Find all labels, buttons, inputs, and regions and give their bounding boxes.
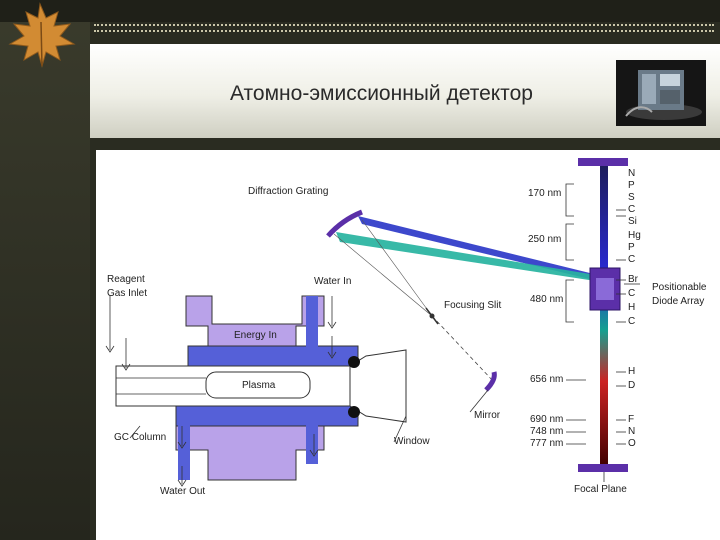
wavelength-656: 656 nm [530,374,564,385]
water-jacket-top [187,345,359,367]
slide-title: Атомно-эмиссионный детектор [230,82,533,105]
element-label: Si [628,216,637,227]
element-label: O [628,438,636,449]
element-label: Hg [628,230,641,241]
element-label: H [628,366,636,377]
element-label: C [628,288,636,299]
element-label: D [628,380,636,391]
diffraction-grating-shape [326,209,363,238]
element-label: F [628,414,635,425]
focal-plane-bottom-cap [578,464,628,472]
reagent-gas-inlet-label-2: Gas Inlet [107,288,148,299]
reagent-gas-inlet-label-1: Reagent [107,274,145,285]
gc-column-label: GC Column [114,432,167,443]
focusing-slit-shape [425,307,439,325]
title-band [90,44,720,138]
diffraction-grating-label: Diffraction Grating [248,186,329,197]
decorative-dotted-rule [94,30,714,32]
focusing-slit-label: Focusing Slit [444,300,502,311]
mirror-label: Mirror [474,410,501,421]
autumn-leaf-icon [8,2,76,68]
wavelength-748: 748 nm [530,426,564,437]
window-label: Window [394,436,430,447]
element-label: C [628,204,636,215]
diode-array-label-2: Diode Array [652,296,705,307]
element-label: Br [628,274,638,285]
water-jacket-bottom [175,405,359,427]
aed-diagram: Diffraction Grating Reagent Gas Inlet Wa… [96,150,720,540]
instrument-photo [616,60,706,126]
focal-plane-top-cap [578,158,628,166]
slide-background-top [0,0,720,22]
element-label: S [628,192,635,203]
window-shape [349,349,407,423]
plasma-label: Plasma [242,380,276,391]
element-label: C [628,316,636,327]
aed-diagram-graphic [105,158,640,487]
element-label: P [628,180,635,191]
mirror-shape [484,371,497,392]
diode-array-label-1: Positionable [652,282,707,293]
element-label: C [628,254,636,265]
wavelength-480: 480 nm [530,294,564,305]
wavelength-250: 250 nm [528,234,562,245]
wavelength-170: 170 nm [528,188,562,199]
decorative-dotted-rule [94,24,714,26]
focal-plane-label: Focal Plane [574,484,627,495]
slide-background-left [0,0,90,540]
element-label: N [628,168,636,179]
element-label: P [628,242,635,253]
blue-light-beam [358,216,602,282]
water-in-label: Water In [314,276,352,287]
water-out-label: Water Out [160,486,206,497]
plasma-chamber [205,371,311,399]
teal-light-beam [336,232,602,282]
wavelength-777: 777 nm [530,438,564,449]
wavelength-690: 690 nm [530,414,564,425]
element-label: N [628,426,636,437]
focal-plane-bar [600,164,608,466]
element-label: H [628,302,636,313]
energy-in-label: Energy In [234,330,277,341]
